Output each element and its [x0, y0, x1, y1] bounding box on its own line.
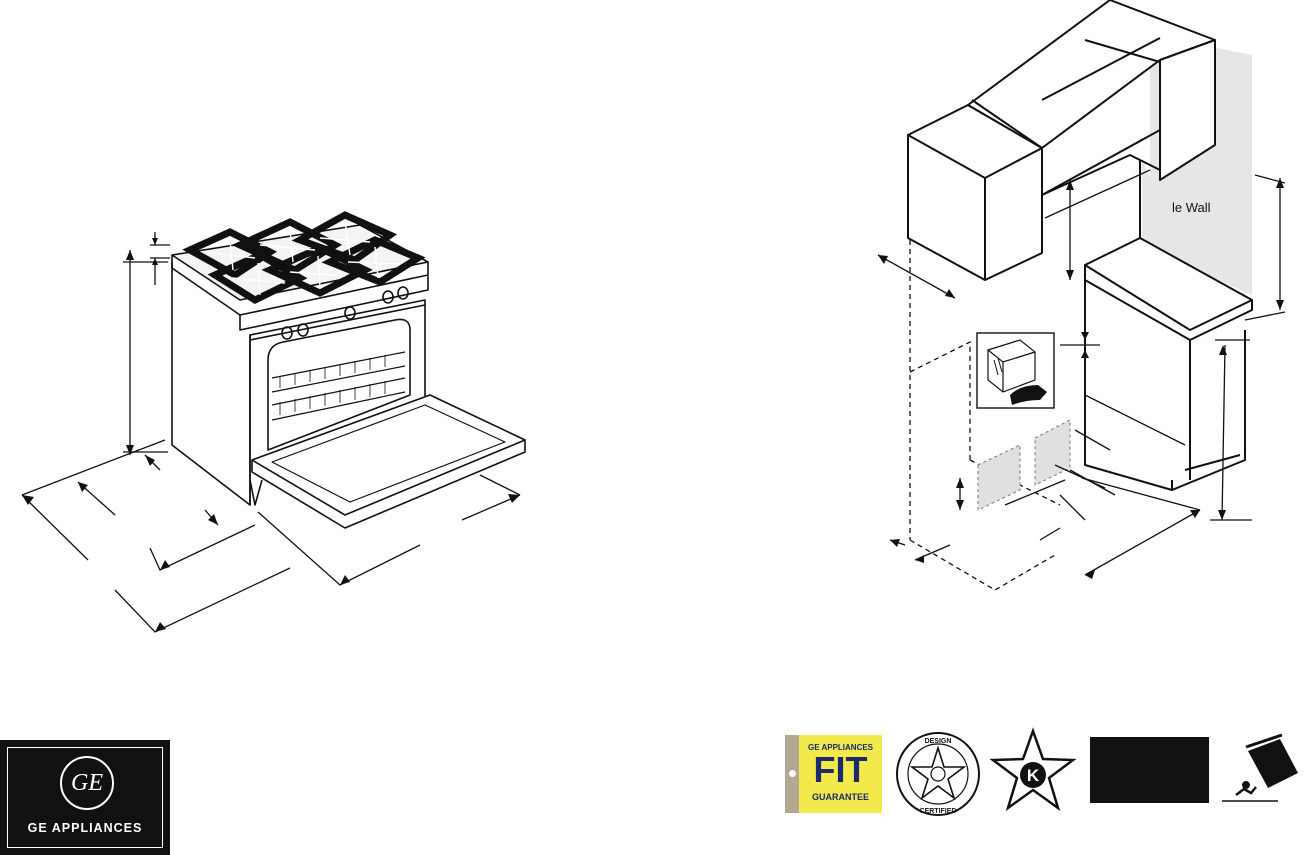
- recycle-disposal-icon: [1222, 733, 1298, 802]
- kosher-letter: K: [1027, 766, 1040, 785]
- kosher-star-k-symbol: K: [990, 727, 1076, 812]
- installation-diagram: le Wall: [877, 0, 1286, 591]
- dimension-lines-right: [877, 169, 1286, 576]
- csa-design-certified-seal: DESIGN CERTIFIED: [896, 732, 980, 816]
- burner-grates: [182, 211, 426, 304]
- range-diagram: [21, 211, 526, 633]
- fit-line2: FIT: [813, 749, 868, 790]
- control-panel: [239, 275, 429, 331]
- csa-top-text: DESIGN: [925, 738, 952, 745]
- range-footprint: [909, 240, 1061, 591]
- fit-line1: GE APPLIANCES: [807, 743, 874, 752]
- dimension-arrowheads: [22, 238, 520, 632]
- ge-monogram: GE: [60, 756, 114, 810]
- wall-label: le Wall: [1172, 200, 1211, 215]
- logo-frame: [7, 747, 163, 848]
- oven-opening: [267, 318, 411, 451]
- ge-appliances-logo: GE GE APPLIANCES: [0, 740, 170, 855]
- connection-area: [977, 419, 1071, 511]
- dimension-arrowheads-right: [878, 178, 1284, 579]
- knobs: [281, 286, 409, 340]
- gas-valve-inset: [976, 332, 1055, 409]
- csa-bottom-text: CERTIFIED: [920, 808, 957, 815]
- fit-line3: GUARANTEE: [811, 792, 869, 802]
- oven-racks: [271, 351, 406, 421]
- range-front-right: [249, 299, 426, 505]
- ruler-hole: [789, 770, 796, 777]
- fit-guarantee-badge: GE APPLIANCES FIT GUARANTEE: [785, 735, 882, 813]
- ge-appliances-name: GE APPLIANCES: [27, 821, 143, 835]
- black-logo-block: [1090, 737, 1209, 803]
